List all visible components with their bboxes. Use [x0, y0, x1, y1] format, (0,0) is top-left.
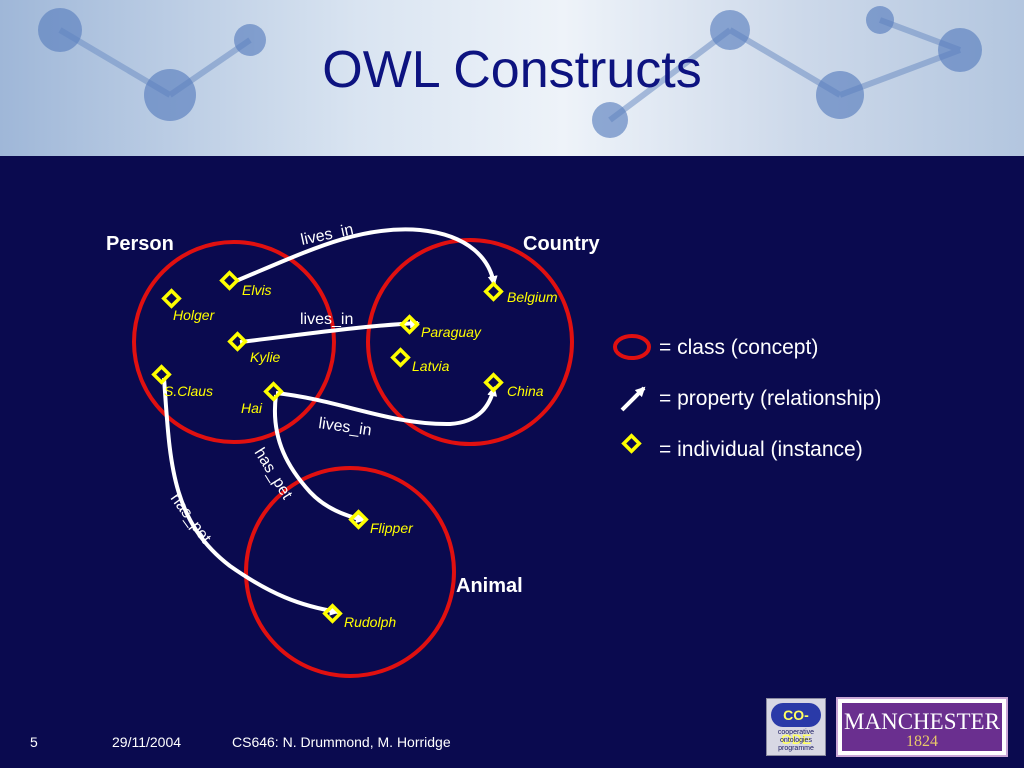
individual-elvis: Elvis — [219, 270, 272, 298]
property-label-lives-in-3: lives_in — [317, 415, 372, 439]
individual-paraguay: Paraguay — [399, 314, 482, 340]
molecule-background-graphic — [38, 6, 982, 138]
individual-label-latvia: Latvia — [412, 358, 450, 374]
slide-title: OWL Constructs — [322, 41, 702, 99]
ontology-diagram: Person Country Animal lives_in lives_in … — [106, 221, 881, 678]
legend-individual-text: = individual (instance) — [659, 438, 863, 461]
property-label-has-pet-2: has_pet — [167, 490, 215, 547]
individual-kylie: Kylie — [227, 331, 281, 365]
individual-label-belgium: Belgium — [507, 289, 558, 305]
class-label-country: Country — [523, 233, 601, 255]
class-circle-country — [366, 238, 574, 446]
legend-class-symbol — [613, 334, 651, 360]
individual-label-hai: Hai — [241, 400, 263, 416]
slide-number: 5 — [30, 734, 38, 750]
property-arrow-hai-flipper — [272, 394, 366, 524]
legend-property-symbol — [620, 386, 646, 412]
class-label-animal: Animal — [456, 575, 523, 597]
individual-latvia: Latvia — [390, 347, 450, 374]
individual-label-elvis: Elvis — [242, 282, 272, 298]
individual-china: China — [483, 372, 544, 399]
individual-rudolph: Rudolph — [322, 603, 396, 630]
manchester-year: 1824 — [906, 733, 938, 750]
logo-line-2: ontologies — [780, 737, 812, 744]
individual-flipper: Flipper — [348, 509, 414, 536]
individual-label-holger: Holger — [173, 307, 216, 323]
legend-individual-symbol — [621, 433, 642, 454]
legend-property-text: = property (relationship) — [659, 387, 881, 410]
individual-label-paraguay: Paraguay — [421, 324, 482, 340]
slide-date: 29/11/2004 — [112, 734, 182, 750]
individual-label-china: China — [507, 383, 544, 399]
logo-line-3: programme — [778, 745, 814, 752]
cooperative-ontologies-logo: CO-ODE cooperative ontologies programme — [766, 698, 826, 756]
slide-course: CS646: N. Drummond, M. Horridge — [232, 734, 451, 750]
individual-sclaus: S.Claus — [151, 364, 213, 399]
slide-header: OWL Constructs — [0, 0, 1024, 156]
individual-label-kylie: Kylie — [250, 349, 281, 365]
individual-holger: Holger — [161, 288, 216, 323]
individual-label-sclaus: S.Claus — [164, 383, 213, 399]
individual-belgium: Belgium — [483, 281, 558, 305]
co-ode-mark: CO-ODE — [771, 703, 821, 747]
individual-hai: Hai — [241, 381, 284, 416]
class-circle-animal — [244, 466, 456, 678]
individual-label-rudolph: Rudolph — [344, 614, 396, 630]
property-arrow-hai-china — [275, 386, 498, 427]
manchester-logo: MANCHESTER 1824 — [836, 697, 1008, 757]
logo-line-1: cooperative — [777, 729, 815, 736]
property-arrow-sclaus-rudolph — [162, 377, 340, 616]
slide-footer: 5 29/11/2004 CS646: N. Drummond, M. Horr… — [0, 730, 1024, 760]
class-circle-person — [132, 240, 336, 444]
property-label-lives-in-2: lives_in — [300, 311, 353, 328]
legend: = class (concept) = property (relationsh… — [613, 334, 881, 461]
property-arrow-kylie-paraguay — [239, 318, 420, 344]
individual-label-flipper: Flipper — [370, 520, 414, 536]
manchester-name: MANCHESTER — [844, 709, 1000, 734]
property-arrow-elvis-belgium — [235, 227, 498, 286]
class-label-person: Person — [106, 233, 174, 255]
property-label-has-pet-1: has_pet — [251, 445, 296, 503]
legend-class-text: = class (concept) — [659, 336, 818, 359]
